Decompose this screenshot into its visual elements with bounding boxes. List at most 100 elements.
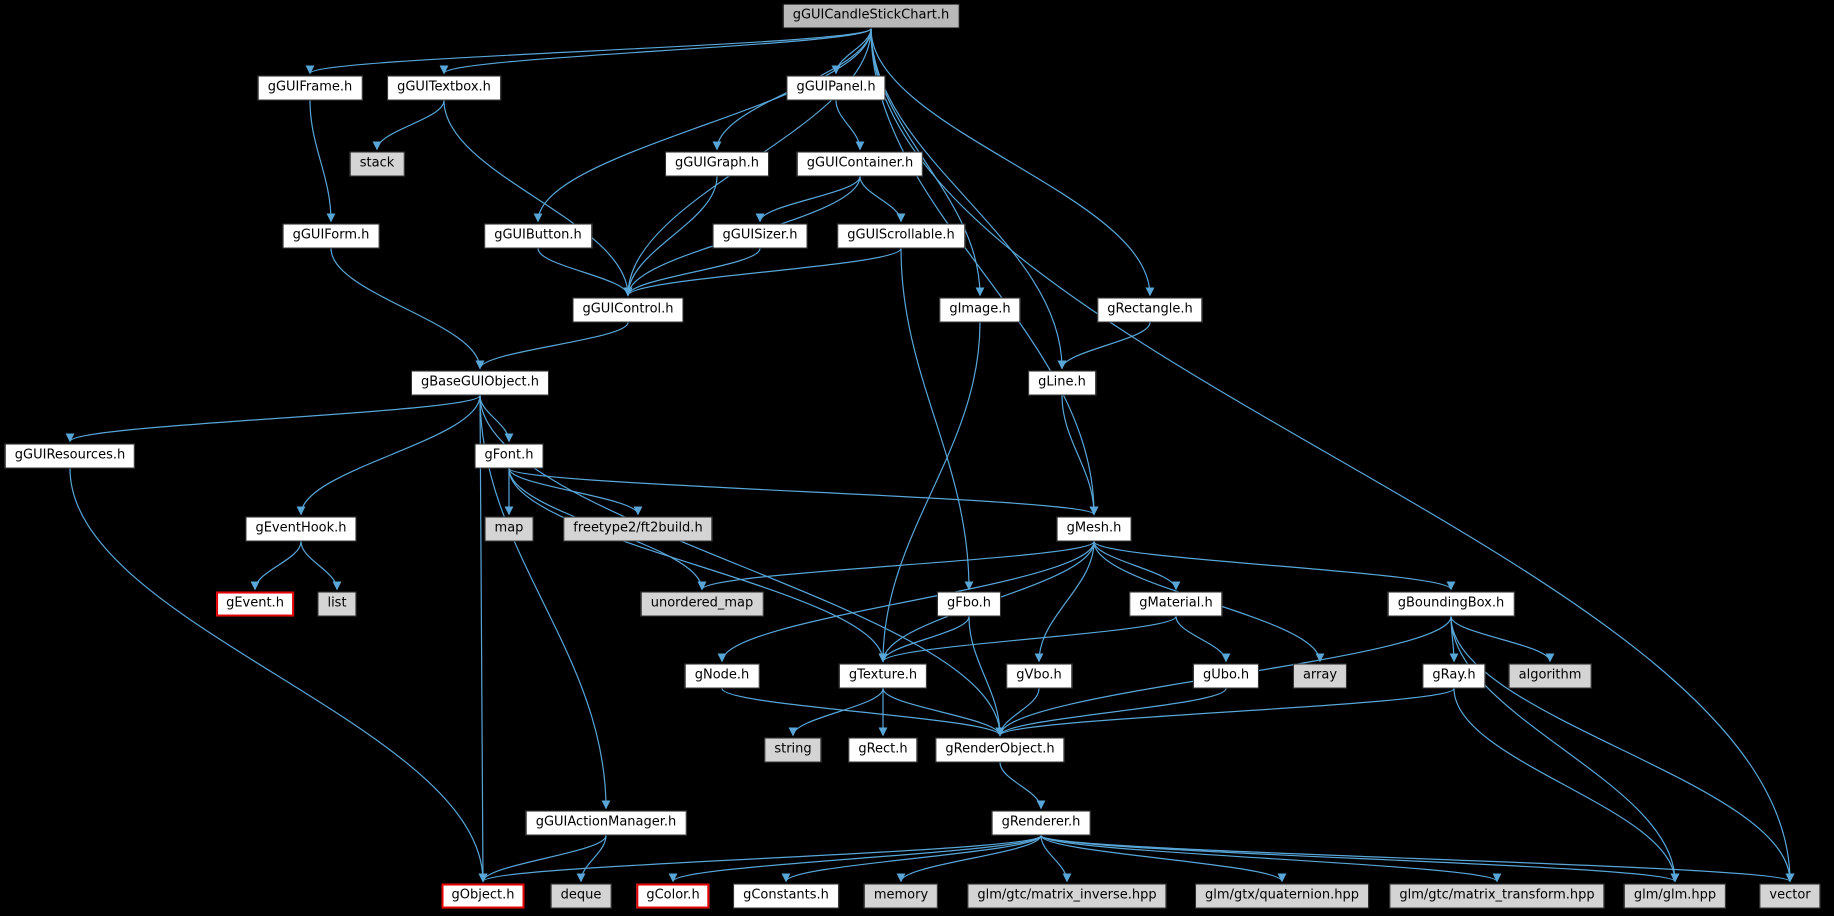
graph-node-array: array <box>1292 663 1348 689</box>
edge-ray-renderobject <box>995 687 1455 737</box>
graph-node-material[interactable]: gMaterial.h <box>1129 591 1223 617</box>
edge-renderer-matinv <box>1040 835 1072 883</box>
graph-node-base[interactable]: gBaseGUIObject.h <box>410 370 550 396</box>
edge-eventhook-event <box>250 541 302 591</box>
edge-bbox-vector <box>1450 616 1795 883</box>
edge-fbo-renderobject <box>968 616 1005 737</box>
graph-node-object[interactable]: gObject.h <box>441 883 525 909</box>
graph-node-map: map <box>484 516 534 542</box>
edge-line-mesh <box>1061 395 1099 516</box>
graph-node-mattrans: glm/gtc/matrix_transform.hpp <box>1389 883 1605 909</box>
graph-node-node[interactable]: gNode.h <box>684 663 760 689</box>
graph-node-actionmanager[interactable]: gGUIActionManager.h <box>525 810 687 836</box>
edge-cs-vector <box>870 28 1795 883</box>
edge-font-mesh <box>508 467 1099 516</box>
edge-material-texture <box>878 615 1177 663</box>
edge-renderer-glm <box>1040 834 1680 883</box>
edge-texture-renderobject <box>882 688 1005 737</box>
edge-cs-rectangle <box>870 28 1155 297</box>
edge-font-ft2build <box>508 468 643 516</box>
graph-node-font[interactable]: gFont.h <box>474 443 544 469</box>
graph-node-ubo[interactable]: gUbo.h <box>1192 663 1260 689</box>
edge-ray-glm <box>1453 688 1680 883</box>
graph-node-list: list <box>317 591 357 617</box>
edge-renderer-memory <box>896 835 1042 883</box>
graph-node-rect[interactable]: gRect.h <box>848 737 918 763</box>
edge-mesh-material <box>1093 541 1181 591</box>
edge-texture-string <box>788 688 884 737</box>
graph-node-glm: glm/glm.hpp <box>1623 883 1727 909</box>
edge-container-sizer <box>755 176 861 223</box>
edge-base-resources <box>65 394 481 443</box>
graph-node-ft2build: freetype2/ft2build.h <box>563 516 713 542</box>
graph-node-ray[interactable]: gRay.h <box>1422 663 1486 689</box>
graph-node-renderobject[interactable]: gRenderObject.h <box>935 737 1065 763</box>
edge-mesh-vbo <box>1034 541 1095 663</box>
edge-renderer-vector <box>1040 834 1795 883</box>
edge-cs-mesh <box>870 28 1099 516</box>
edge-mesh-umap <box>697 540 1095 591</box>
graph-node-mesh[interactable]: gMesh.h <box>1056 516 1132 542</box>
graph-node-deque: deque <box>550 883 612 909</box>
edge-base-font <box>479 395 514 443</box>
graph-node-eventhook[interactable]: gEventHook.h <box>245 516 357 542</box>
graph-node-constants[interactable]: gConstants.h <box>733 883 839 909</box>
graph-node-color[interactable]: gColor.h <box>636 883 710 909</box>
graph-node-bbox[interactable]: gBoundingBox.h <box>1387 591 1515 617</box>
edge-container-scrollable <box>859 176 906 223</box>
graph-node-container[interactable]: gGUIContainer.h <box>796 151 924 177</box>
graph-node-memory: memory <box>863 883 939 909</box>
graph-node-texture[interactable]: gTexture.h <box>838 663 928 689</box>
edge-cs-button <box>533 28 872 223</box>
edge-vbo-renderobject <box>995 688 1040 737</box>
edge-control-base <box>475 322 629 370</box>
graph-node-stack: stack <box>349 151 405 177</box>
edge-bbox-glm <box>1450 616 1680 883</box>
graph-node-textbox[interactable]: gGUITextbox.h <box>387 75 501 101</box>
graph-node-form[interactable]: gGUIForm.h <box>282 223 380 249</box>
graph-node-resources[interactable]: gGUIResources.h <box>4 443 136 469</box>
graph-node-frame[interactable]: gGUIFrame.h <box>257 75 363 101</box>
edge-sizer-control <box>623 248 761 297</box>
edge-node-renderobject <box>721 687 1005 737</box>
graph-node-panel[interactable]: gGUIPanel.h <box>786 75 886 101</box>
edge-ubo-renderobject <box>995 688 1227 737</box>
graph-node-renderer[interactable]: gRenderer.h <box>991 810 1091 836</box>
edge-textbox-control <box>443 100 633 297</box>
graph-node-string: string <box>764 737 822 763</box>
graph-node-rectangle[interactable]: gRectangle.h <box>1097 297 1203 323</box>
edge-scrollable-fbo <box>900 248 974 591</box>
edge-renderer-color <box>668 834 1042 883</box>
graph-node-scrollable[interactable]: gGUIScrollable.h <box>837 223 965 249</box>
edge-textbox-stack <box>372 100 445 151</box>
graph-node-graph[interactable]: gGUIGraph.h <box>665 151 769 177</box>
edge-scrollable-control <box>623 247 902 297</box>
graph-node-image[interactable]: gImage.h <box>939 297 1021 323</box>
edge-rectangle-line <box>1057 322 1151 370</box>
graph-node-cs: gGUICandleStickChart.h <box>782 3 960 29</box>
edge-renderer-quat <box>1040 834 1287 883</box>
edge-panel-container <box>835 100 865 151</box>
edge-frame-form <box>309 100 336 223</box>
graph-node-line[interactable]: gLine.h <box>1028 370 1096 396</box>
edge-graph-control <box>623 176 718 297</box>
graph-node-fbo[interactable]: gFbo.h <box>936 591 1002 617</box>
graph-node-vector: vector <box>1759 883 1821 909</box>
edge-material-ubo <box>1175 616 1231 663</box>
edge-fbo-texture <box>878 616 970 663</box>
graph-node-umap: unordered_map <box>640 591 764 617</box>
edge-renderer-object <box>478 834 1042 883</box>
edge-renderobject-renderer <box>999 762 1046 810</box>
edge-image-texture <box>878 322 981 663</box>
edge-mesh-node <box>717 541 1095 663</box>
graph-node-sizer[interactable]: gGUISizer.h <box>712 223 808 249</box>
edge-base-eventhook <box>296 395 481 516</box>
graph-node-algorithm: algorithm <box>1508 663 1592 689</box>
graph-node-matinv: glm/gtc/matrix_inverse.hpp <box>967 883 1167 909</box>
edge-cs-textbox <box>439 27 872 75</box>
graph-node-control[interactable]: gGUIControl.h <box>572 297 684 323</box>
graph-node-vbo[interactable]: gVbo.h <box>1006 663 1072 689</box>
graph-node-button[interactable]: gGUIButton.h <box>484 223 592 249</box>
graph-node-event[interactable]: gEvent.h <box>216 591 294 617</box>
